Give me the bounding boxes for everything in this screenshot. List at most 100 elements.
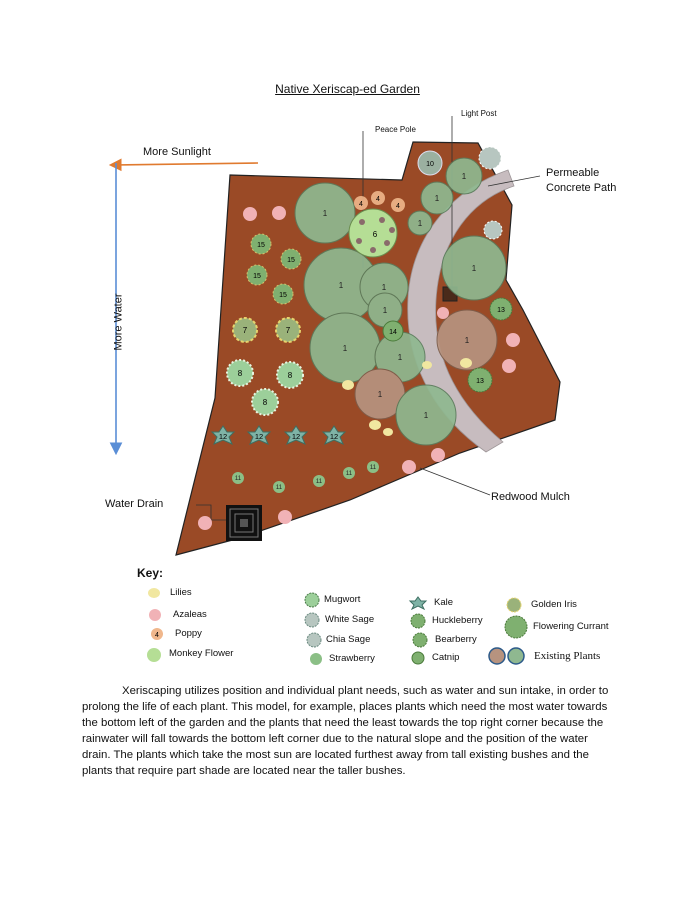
tree [420,181,454,215]
svg-text:10: 10 [426,161,434,168]
strawberry-group: 11 11 11 11 11 [232,461,379,493]
svg-text:15: 15 [287,257,295,264]
svg-text:15: 15 [279,292,287,299]
white-sage-icon [304,612,320,628]
bearberry-icon [412,632,428,648]
lily-group [342,358,472,436]
kale-icon [408,596,428,611]
tree-number: 1 [418,219,423,228]
svg-text:12: 12 [255,432,263,441]
svg-text:13: 13 [476,378,484,385]
water-drain-label: Water Drain [105,498,164,510]
strawberry-icon [310,653,322,665]
tree [441,235,507,301]
key-huckleberry: Huckleberry [432,615,483,626]
tree-number: 1 [472,264,477,273]
svg-text:4: 4 [155,632,159,639]
key-strawberry: Strawberry [329,653,375,664]
permeable-path-label-line2: Concrete Path [546,182,617,194]
white-sage: 10 [417,146,503,240]
existing-plant-green-icon [507,647,525,665]
svg-text:7: 7 [243,326,248,335]
chia-sage-icon [306,632,322,648]
tree-number: 1 [383,306,388,315]
lilies-icon [148,588,160,598]
key-bearberry: Bearberry [435,634,477,645]
svg-text:12: 12 [219,432,227,441]
mugwort-group: 8 8 8 [226,359,304,416]
svg-text:4: 4 [376,196,380,203]
svg-text:15: 15 [253,273,261,280]
svg-text:8: 8 [288,371,293,380]
light-post-label: Light Post [461,109,497,118]
svg-text:11: 11 [316,479,323,485]
svg-text:11: 11 [370,465,377,471]
monkey-flower-icon [147,648,161,662]
svg-text:14: 14 [389,329,397,336]
permeable-path-label-line1: Permeable [546,167,600,179]
key-icons: 4 [147,588,528,665]
page-title: Native Xeriscap-ed Garden [275,82,420,96]
key-mugwort: Mugwort [324,594,361,605]
svg-text:11: 11 [276,485,283,491]
svg-text:15: 15 [257,242,265,249]
key-poppy: Poppy [175,628,202,639]
tree-number: 1 [462,172,467,181]
existing-plant-brown-icon [488,647,506,665]
more-sunlight-label: More Sunlight [143,146,211,158]
poppy-icon [151,628,163,640]
existing-trees [294,157,507,446]
tree-number: 1 [398,353,403,362]
bearberry: 13 13 [467,297,513,393]
kale-group: 12 12 12 12 [210,425,347,445]
svg-text:8: 8 [263,398,268,407]
tree [407,210,433,236]
peace-pole-label: Peace Pole [375,125,416,134]
poppy-group: 4 4 4 [354,191,405,212]
tree [294,182,356,244]
key-existing-plants: Existing Plants [534,650,601,662]
svg-text:4: 4 [359,201,363,208]
more-sunlight-arrow [108,158,259,172]
svg-text:13: 13 [497,307,505,314]
tree [445,157,483,195]
flowering-currant: 6 [348,208,398,258]
tree-number: 1 [424,411,429,420]
svg-text:7: 7 [286,326,291,335]
tree-number: 1 [382,283,387,292]
catnip-icon [411,651,425,665]
tree-number: 1 [378,390,383,399]
key-catnip: Catnip [432,652,460,663]
svg-text:11: 11 [346,471,353,477]
concrete-path [407,169,515,453]
mulch-leader [419,467,491,496]
key-azaleas: Azaleas [173,609,207,620]
svg-text:8: 8 [238,369,243,378]
tree-brown [436,309,498,371]
golden-iris-group: 7 7 [232,317,301,343]
key-chia-sage: Chia Sage [326,634,371,645]
drain-leader [196,504,226,521]
flowering-currant-icon [504,615,528,639]
tree-number: 1 [343,344,348,353]
more-water-label: More Water [112,293,125,351]
catnip: 14 [382,320,404,342]
redwood-mulch-label: Redwood Mulch [491,491,570,503]
key-lilies: Lilies [170,587,192,598]
azalea-group [198,206,520,530]
description-paragraph: Xeriscaping utilizes position and indivi… [82,685,609,778]
azaleas-icon [149,609,161,621]
key-monkey-flower: Monkey Flower [169,648,234,659]
key-kale: Kale [434,597,454,608]
mugwort-icon [304,592,320,608]
key-heading: Key: [137,566,164,580]
tree [395,384,457,446]
water-drain [226,505,262,541]
svg-text:4: 4 [396,203,400,210]
svg-text:6: 6 [373,230,378,239]
tree-number: 1 [323,209,328,218]
key-flowering-currant: Flowering Currant [533,621,609,632]
golden-iris-icon [506,597,522,613]
huckleberry-group: 15 15 15 15 [246,233,302,305]
